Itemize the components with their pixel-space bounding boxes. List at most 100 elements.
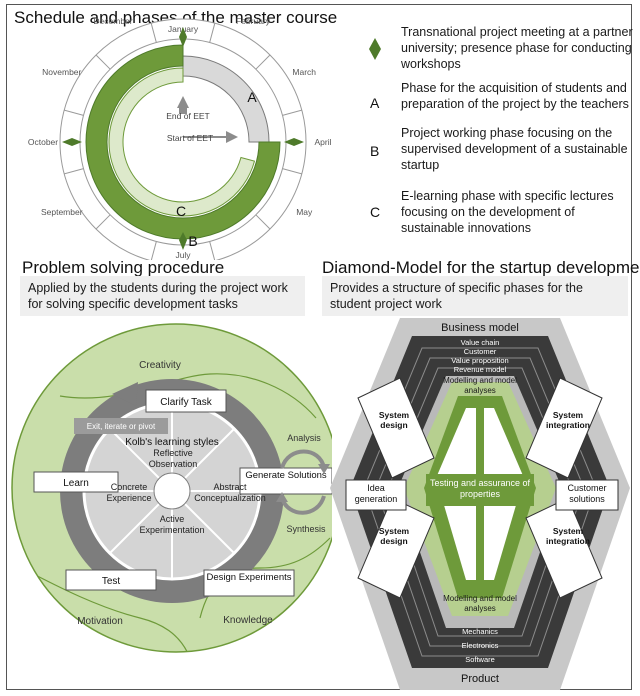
month-label: February (236, 16, 271, 26)
month-divider (150, 23, 157, 43)
month-dividers (64, 23, 302, 260)
legend-text-a: Phase for the acquisition of students an… (401, 81, 629, 111)
month-divider (150, 241, 157, 260)
top-layer-label: Value proposition (451, 356, 508, 365)
test-label: Test (102, 576, 121, 587)
analysis-arrow-icon (280, 449, 326, 469)
month-divider (209, 23, 216, 43)
ring-letter-b: B (188, 233, 197, 249)
design-experiments-box (203, 569, 295, 597)
problem-title: Problem solving procedure (22, 258, 225, 277)
ring-letter-c: C (176, 203, 186, 219)
modelling-bottom-label: Modelling and model analyses (443, 594, 517, 613)
problem-diagram: Creativity Motivation Knowledge Clarify … (11, 323, 332, 653)
kolb-label: Kolb's learning styles (125, 437, 219, 448)
meeting-diamond-icon (62, 138, 82, 146)
bottom-layer-label: Electronics (462, 641, 499, 650)
month-label: July (175, 250, 191, 260)
creativity-label: Creativity (139, 360, 181, 371)
meeting-diamond-icon (179, 27, 187, 47)
legend-text-meeting: Transnational project meeting at a partn… (401, 25, 633, 71)
month-divider (255, 54, 271, 70)
kolb-center (153, 472, 191, 510)
month-divider (64, 109, 84, 116)
diamond-subtitle: Provides a structure of specific phases … (322, 276, 628, 316)
month-label: June (244, 258, 263, 260)
month-divider (282, 168, 302, 175)
system-integration-arrow (525, 377, 603, 479)
concrete-label: Concrete Experience (106, 482, 152, 503)
month-labels: JanuaryFebruaryMarchAprilMayJuneJulyAugu… (28, 16, 332, 260)
learn-box (33, 471, 119, 493)
synthesis-label: Synthesis (286, 524, 326, 534)
reflective-label: Reflective Observation (148, 448, 198, 469)
system-integration-label: System integration (546, 410, 590, 430)
analysis-label: Analysis (287, 433, 321, 443)
month-label: November (42, 67, 81, 77)
legend-key-b: B (370, 143, 380, 159)
month-label: March (292, 67, 316, 77)
problem-subtitle: Applied by the students during the proje… (20, 276, 305, 316)
figure-frame (6, 4, 632, 690)
clarify-task-label: Clarify Task (160, 397, 212, 408)
end-arrow (177, 96, 189, 108)
business-model-label: Business model (441, 322, 519, 334)
abstract-label: Abstract Conceptualization (194, 482, 266, 503)
schedule-wheel: JanuaryFebruaryMarchAprilMayJuneJulyAugu… (28, 16, 332, 260)
system-integration-arrow (525, 497, 603, 599)
system-design-label: System design (378, 410, 410, 430)
diamond-title: Diamond-Model for the startup developmen… (322, 258, 640, 277)
end-of-eet-label: End of EET (166, 111, 209, 121)
design-experiments-label: Design Experiments (206, 572, 292, 583)
end-arrow-stem (179, 108, 187, 114)
legend-key-c: C (370, 204, 381, 220)
month-label: August (100, 258, 127, 260)
clarify-task-box (145, 389, 227, 413)
top-layer-label: Value chain (461, 338, 500, 347)
top-layer-label: Customer (464, 347, 497, 356)
phase-b-arc (108, 67, 256, 217)
legend-key-a: A (370, 95, 380, 111)
meeting-diamond-icon (179, 232, 187, 250)
month-label: April (314, 137, 331, 147)
start-of-eet-label: Start of EET (167, 133, 213, 143)
creativity-divider (59, 373, 317, 419)
learn-label: Learn (63, 478, 89, 489)
knowledge-label: Knowledge (223, 615, 273, 626)
idea-generation-box (345, 479, 407, 511)
month-label: September (41, 207, 83, 217)
legend-diamond-icon (369, 38, 381, 60)
product-label: Product (461, 673, 499, 685)
exit-label: Exit, iterate or pivot (87, 422, 156, 431)
active-label: Active Experimentation (139, 514, 205, 535)
legend-text-c: E-learning phase with specific lectures … (401, 189, 614, 235)
system-integration-label: System integration (546, 526, 590, 546)
month-divider (255, 214, 271, 230)
testing-label: Testing and assurance of properties (429, 478, 531, 499)
system-design-label: System design (378, 526, 410, 546)
modelling-top-label: Modelling and model analyses (443, 376, 517, 395)
bottom-layer-label: Mechanics (462, 627, 498, 636)
generate-solutions-box (239, 467, 332, 495)
exit-box (74, 418, 168, 434)
month-divider (209, 241, 216, 260)
month-divider (64, 168, 84, 175)
system-design-arrow (357, 497, 435, 599)
idea-generation-label: Idea generation (354, 483, 398, 504)
month-label: May (296, 207, 313, 217)
motivation-label: Motivation (77, 616, 123, 627)
generate-solutions-label: Generate Solutions (245, 470, 327, 481)
customer-solutions-box (555, 479, 619, 511)
testing-band (426, 474, 534, 506)
bottom-layer-label: Software (465, 655, 495, 664)
synthesis-arrow-icon (280, 495, 326, 515)
cycle-arrowhead (112, 382, 138, 406)
ring-letter-a: A (247, 89, 257, 105)
month-label: December (93, 16, 132, 26)
test-box (65, 569, 157, 591)
motivation-divider (21, 567, 191, 652)
analysis-arrowhead-icon (318, 464, 330, 474)
synthesis-arrowhead-icon (276, 492, 288, 502)
month-divider (95, 54, 111, 70)
month-divider (282, 109, 302, 116)
